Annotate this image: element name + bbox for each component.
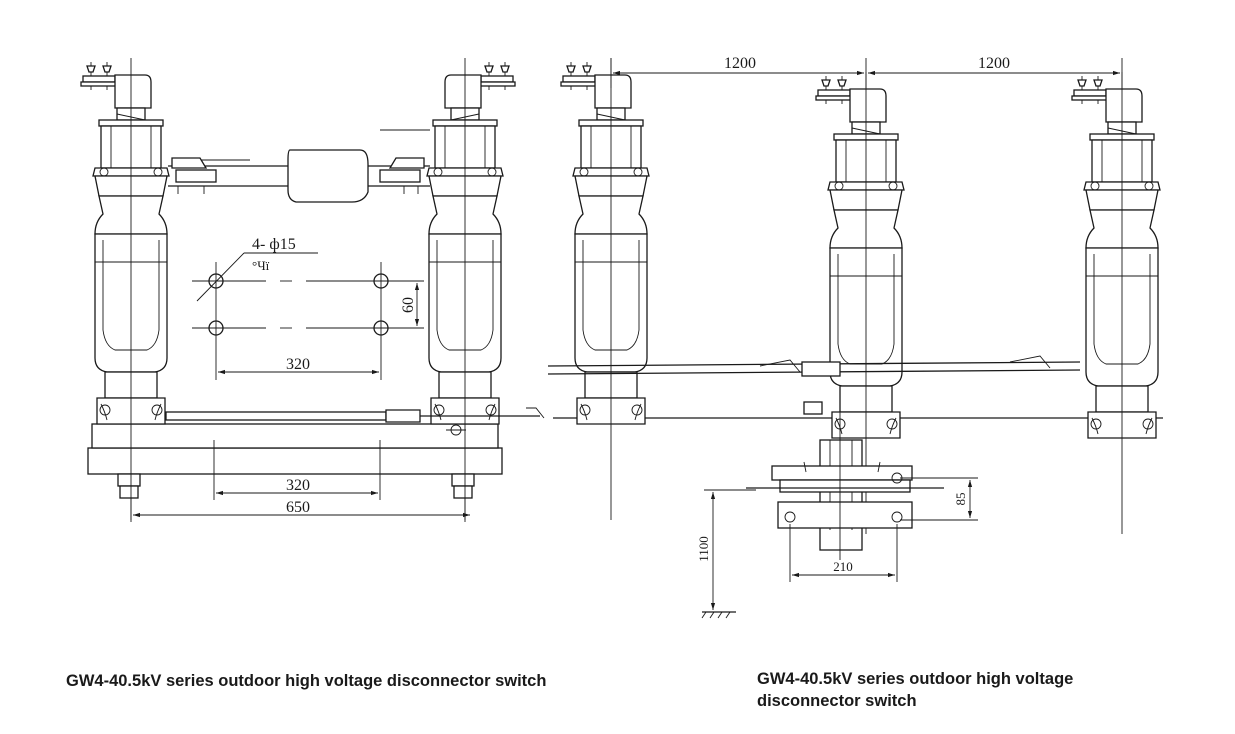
hole-note: 4- ф15 — [252, 236, 296, 253]
operating-mechanism — [746, 400, 944, 560]
caption-right: GW4-40.5kV series outdoor high voltage d… — [757, 670, 1074, 710]
dim-1200-left-label: 1200 — [724, 55, 756, 72]
dim-320-holes-label: 320 — [286, 356, 310, 373]
dim-1100-label: 1100 — [696, 536, 711, 562]
caption-left: GW4-40.5kV series outdoor high voltage d… — [66, 672, 547, 690]
base-frame — [87, 447, 503, 475]
dim-85-label: 85 — [953, 493, 968, 506]
dim-60-label: 60 — [400, 297, 417, 313]
hole-note-sub: °Чї — [252, 258, 270, 273]
contact-housing — [287, 149, 369, 203]
mounting-holes — [192, 252, 424, 380]
dim-1200-right-label: 1200 — [978, 55, 1010, 72]
left-front-view: 4- ф15 °Чї 60 320 320 650 — [80, 57, 545, 522]
phase-column-c — [1071, 71, 1161, 535]
right-three-phase-view: 1200 1200 85 210 1100 — [547, 55, 1163, 619]
dim-320-base-label: 320 — [286, 477, 310, 494]
dim-210-label: 210 — [833, 559, 853, 574]
phase-column-a — [560, 57, 650, 521]
dim-650-label: 650 — [286, 499, 310, 516]
